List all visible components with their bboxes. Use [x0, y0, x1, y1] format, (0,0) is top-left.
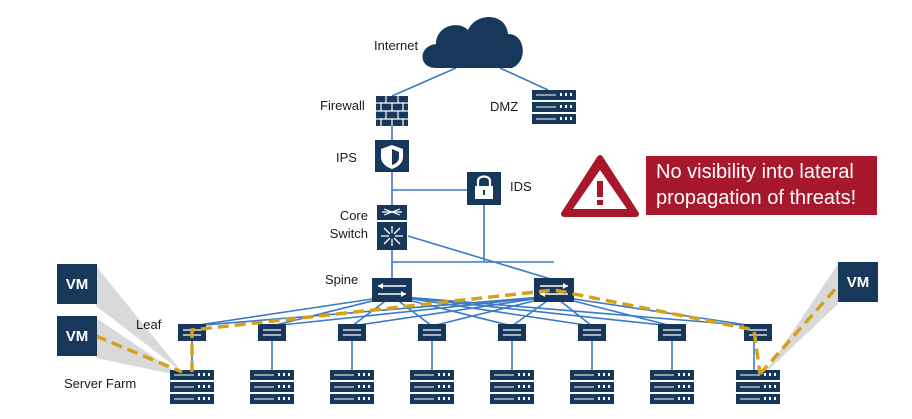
- dmz-server-icon: [532, 90, 576, 124]
- internet-cloud-icon: [422, 16, 523, 68]
- server-stack-icon: [650, 370, 694, 404]
- ips-label: IPS: [336, 150, 357, 165]
- core-switch-label-line2: Switch: [329, 226, 368, 241]
- vm-badge-left-top: VM: [57, 264, 97, 304]
- server-stack-icon: [250, 370, 294, 404]
- spine-label: Spine: [325, 272, 359, 287]
- server-farm-label: Server Farm: [64, 376, 137, 391]
- ips-shield-icon: [375, 140, 409, 172]
- leaf-label: Leaf: [136, 317, 162, 332]
- firewall-icon: [376, 96, 408, 126]
- leaf-switch-icon: [338, 324, 366, 341]
- vm-badge-left-bottom: VM: [57, 316, 97, 356]
- vm-cone-left-top: [96, 266, 182, 372]
- leaf-switch-icon: [744, 324, 772, 341]
- ids-label: IDS: [510, 179, 532, 194]
- leaf-switch-icon: [258, 324, 286, 341]
- leaf-switch-icon: [578, 324, 606, 341]
- alert-line-1: No visibility into lateral: [656, 161, 854, 183]
- core-switch-label-line1: Core: [339, 208, 368, 223]
- ids-lock-icon: [467, 172, 501, 205]
- leaf-switch-icon: [418, 324, 446, 341]
- server-stack-icon: [330, 370, 374, 404]
- lateral-threat-path: [95, 284, 840, 376]
- dmz-label: DMZ: [490, 99, 519, 114]
- core-switch-icon: [377, 205, 407, 250]
- warning-triangle-icon: [561, 155, 639, 217]
- leaf-switch-icon: [498, 324, 526, 341]
- server-stack-icon: [170, 370, 214, 404]
- alert-line-2: propagation of threats!: [656, 187, 857, 209]
- internet-label: Internet: [374, 38, 419, 53]
- server-stack-icon: [490, 370, 534, 404]
- server-stack-icon: [736, 370, 780, 404]
- vm-badge-right: VM: [838, 262, 878, 302]
- leaf-switch-icon: [658, 324, 686, 341]
- alert-callout: No visibility into lateral propagation o…: [646, 156, 877, 215]
- spine-switch-icon-1: [372, 278, 412, 302]
- server-stack-icon: [410, 370, 454, 404]
- firewall-label: Firewall: [320, 98, 365, 113]
- server-stack-icon: [570, 370, 614, 404]
